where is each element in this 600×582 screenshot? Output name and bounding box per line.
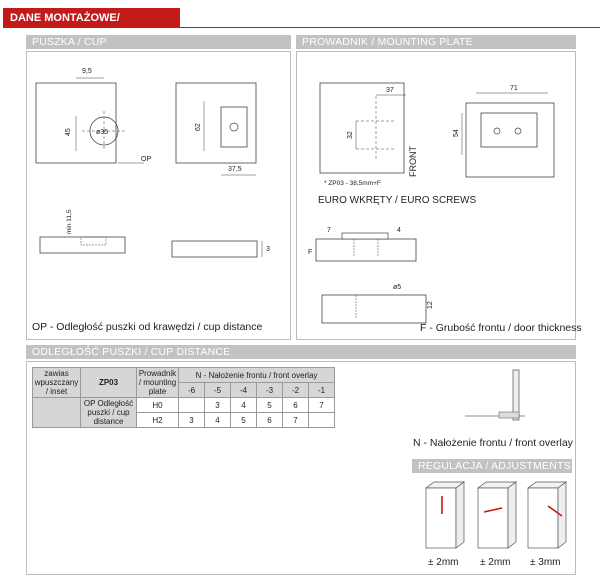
mounting-plate-shape (480, 112, 538, 148)
screw-profile (315, 238, 417, 262)
adjust-cube-3 (526, 481, 568, 549)
dim-37-5: 37,5 (228, 166, 242, 173)
cup-section-header: PUSZKA / CUP (26, 35, 291, 49)
adjust-section-header: REGULACJA / ADJUSTMENTS (412, 459, 572, 473)
table-cup-distance-cell: OP Odległość puszki / cup distance (80, 397, 137, 428)
table-cell: 7 (308, 397, 335, 413)
hinge-cup-shape (220, 106, 248, 148)
dim-71: 71 (510, 85, 518, 92)
dim-4: 4 (397, 227, 401, 234)
table-plate-header: Prowadnik / mounting plate (136, 367, 179, 398)
dim-op: OP (141, 156, 151, 163)
table-inset-cell: zawias wpuszczany / inset (32, 367, 81, 398)
table-cell: 3 (178, 412, 205, 428)
dim-32: 32 (347, 131, 354, 139)
dim-45: 45 (65, 128, 72, 136)
n-caption: N - Nałożenie frontu / front overlay (413, 437, 573, 449)
table-col-header: -4 (230, 382, 257, 398)
banner-rule (180, 27, 600, 28)
dim-12: 12 (427, 301, 434, 309)
front-label: FRONT (408, 146, 418, 177)
plate-panel (296, 51, 576, 340)
table-cell: 5 (256, 397, 283, 413)
dim-min-11-5: min 11,5 (66, 209, 73, 234)
cup-panel (26, 51, 291, 340)
plate-side-square (319, 82, 405, 174)
dim-5: ø5 (393, 284, 401, 291)
cup-distance-table: zawias wpuszczany / inset ZP03 Prowadnik… (32, 367, 335, 428)
plate-note: * ZP03 - 38,5mm+F (324, 180, 381, 187)
table-overlay-header: N - Nałożenie frontu / front overlay (178, 367, 335, 383)
plate-drawings: 37 32 FRONT * ZP03 - 38,5mm+F 71 54 EURO… (308, 82, 555, 324)
overlay-illustration (465, 369, 525, 421)
table-col-header: -3 (256, 382, 283, 398)
drill-profile (321, 294, 427, 324)
door-profile-left (39, 236, 126, 254)
adjust-label-2: ± 2mm (480, 557, 511, 568)
dim-9-5: 9,5 (82, 68, 92, 75)
dim-f: F (308, 249, 312, 256)
distance-panel (26, 361, 576, 575)
table-cell: 4 (204, 412, 231, 428)
table-col-header: -6 (178, 382, 205, 398)
table-cell: 6 (256, 412, 283, 428)
dim-37: 37 (386, 87, 394, 94)
cup-door-square (35, 82, 117, 164)
distance-section-header: ODLEGŁOŚĆ PUSZKI / CUP DISTANCE (26, 345, 576, 359)
table-col-header: -5 (204, 382, 231, 398)
table-cell (178, 397, 205, 413)
plate-front-square (465, 102, 555, 178)
assembly-banner: DANE MONTAŻOWE/ ASSEMBLY (3, 8, 180, 44)
cup-drawings: 9,5 45 ø35 OP 62 37,5 min 11,5 3 (35, 68, 270, 258)
table-plate-h0: H0 (136, 397, 179, 413)
dim-3: 3 (266, 246, 270, 253)
dim-62: 62 (195, 123, 202, 131)
table-cell: 5 (230, 412, 257, 428)
table-col-header: -2 (282, 382, 309, 398)
adjust-cube-2 (476, 481, 518, 549)
plate-section-header: PROWADNIK / MOUNTING PLATE (296, 35, 576, 49)
table-model-cell: ZP03 (80, 367, 137, 398)
adjust-illustrations (424, 481, 568, 549)
op-caption: OP - Odległość puszki od krawędzi / cup … (32, 321, 263, 333)
door-profile-right (171, 240, 258, 258)
f-caption: F - Grubość frontu / door thickness (420, 322, 582, 334)
table-plate-h2: H2 (136, 412, 179, 428)
adjust-cube-1 (424, 481, 466, 549)
table-col-header: -1 (308, 382, 335, 398)
table-cell: 4 (230, 397, 257, 413)
adjust-label-3: ± 3mm (530, 557, 561, 568)
dim-54: 54 (453, 129, 460, 137)
plate-door-square (175, 82, 257, 164)
table-cell (308, 412, 335, 428)
adjust-label-1: ± 2mm (428, 557, 459, 568)
table-cell: 6 (282, 397, 309, 413)
dim-7: 7 (327, 227, 331, 234)
table-cell: 7 (282, 412, 309, 428)
dim-cup-diameter: ø35 (96, 129, 108, 136)
euro-screws-label: EURO WKRĘTY / EURO SCREWS (318, 195, 476, 206)
table-cell: 3 (204, 397, 231, 413)
